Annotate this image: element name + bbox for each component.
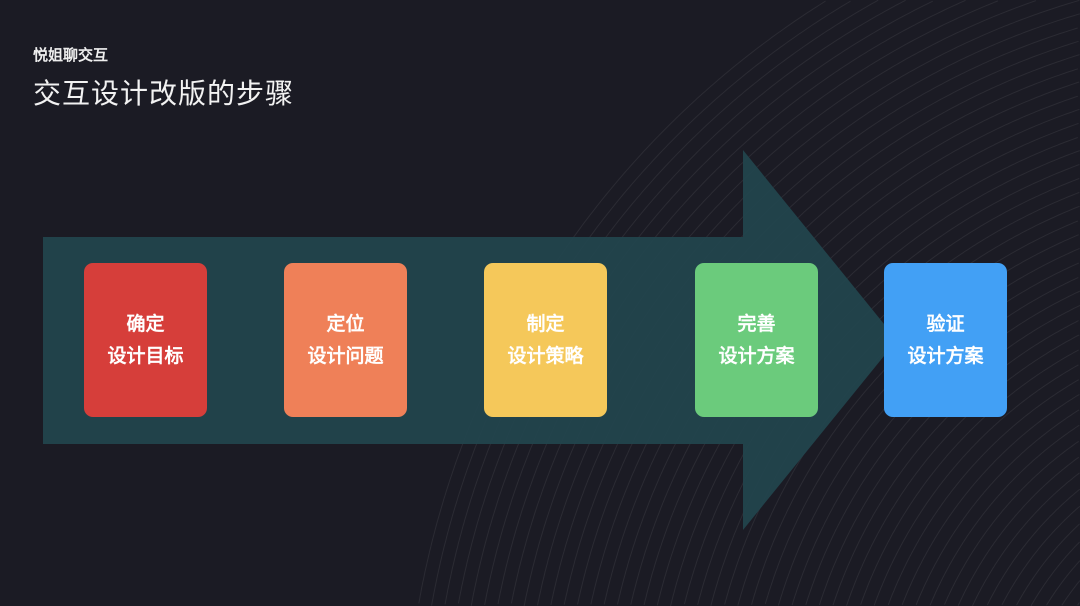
step-1-line1: 确定 (126, 313, 165, 335)
page-title: 交互设计改版的步骤 (33, 77, 295, 110)
process-arrow (43, 150, 897, 530)
decorative-arc (1016, 523, 1080, 606)
subtitle: 悦姐聊交互 (33, 46, 109, 64)
step-5-line2: 设计方案 (907, 345, 984, 367)
step-4-line1: 完善 (737, 313, 776, 335)
step-5-line1: 验证 (926, 313, 965, 335)
decorative-arc (846, 334, 1080, 606)
decorative-arc (873, 364, 1079, 606)
decorative-arc (832, 320, 1079, 606)
step-4-box: 完善 设计方案 (695, 263, 818, 417)
decorative-arc (510, 0, 1036, 604)
decorative-arc (805, 290, 1080, 606)
decorative-arc (860, 349, 1079, 605)
step-4-line2: 设计方案 (718, 345, 795, 367)
step-2-box: 定位 设计问题 (284, 263, 407, 417)
decorative-arc (929, 424, 1080, 606)
decorative-arc (957, 456, 1080, 606)
decorative-arc (901, 393, 1080, 605)
step-3-box: 制定 设计策略 (484, 263, 607, 417)
decorative-arc (944, 440, 1079, 605)
decorative-arc (764, 248, 1080, 605)
decorative-arc (1077, 602, 1080, 606)
decorative-arc (1061, 580, 1080, 606)
step-5-box: 验证 设计方案 (884, 263, 1007, 417)
step-2-line1: 定位 (326, 313, 365, 335)
decorative-arc (1046, 560, 1080, 606)
decorative-arc (523, 0, 1080, 606)
step-3-line2: 设计策略 (507, 345, 584, 367)
step-3-line1: 制定 (526, 313, 565, 335)
decorative-arc (972, 472, 1080, 606)
decorative-arc (818, 304, 1080, 606)
step-1-line2: 设计目标 (107, 345, 184, 367)
step-2-line2: 设计问题 (307, 345, 384, 367)
decorative-arc (986, 488, 1080, 606)
step-1-box: 确定 设计目标 (84, 263, 207, 417)
decorative-arc (1030, 541, 1080, 606)
decorative-arc (915, 409, 1080, 606)
decorative-arc (1001, 505, 1080, 606)
decorative-arc (887, 379, 1080, 606)
decorative-arc (537, 13, 1080, 606)
